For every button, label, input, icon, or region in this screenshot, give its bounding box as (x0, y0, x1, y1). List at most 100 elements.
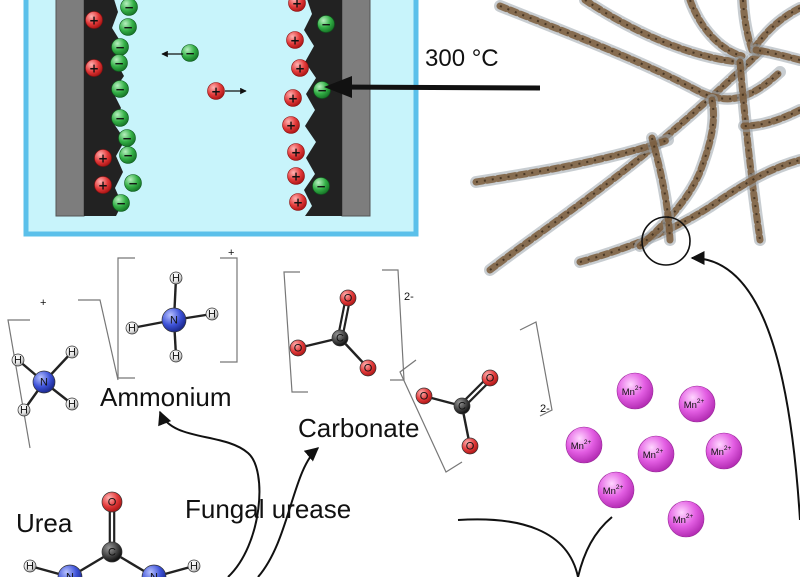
right-current-collector (341, 0, 371, 217)
cation-ion: + (282, 116, 300, 134)
plus-sign-icon: + (291, 170, 301, 184)
anion-ion: − (124, 174, 142, 192)
cation-ion: + (94, 149, 112, 167)
svg-text:H: H (68, 347, 76, 359)
plus-sign-icon: + (286, 119, 296, 133)
arrow-to-carbonate (257, 447, 320, 577)
svg-text:H: H (68, 399, 76, 411)
urea-label: Urea (16, 508, 73, 538)
ammonium-charge: + (228, 247, 234, 259)
anion-ion: − (111, 38, 129, 56)
manganese-ion: Mn2+ (705, 432, 743, 470)
carbonate-charge: 2- (540, 403, 550, 415)
hydrogen-atom: H (187, 559, 201, 573)
left-current-collector (55, 0, 85, 217)
carbonate-label: Carbonate (298, 413, 419, 443)
svg-text:O: O (486, 373, 495, 385)
hydrogen-atom: H (65, 397, 79, 411)
hydrogen-atom: H (169, 271, 183, 285)
minus-sign-icon: − (123, 149, 133, 163)
svg-text:O: O (108, 497, 117, 509)
minus-sign-icon: − (116, 197, 126, 211)
plus-sign-icon: + (293, 196, 303, 210)
carbon-atom: C (453, 397, 471, 415)
carbonate-charge: 2- (404, 291, 414, 303)
arrow-from-urea (158, 410, 261, 577)
nitrogen-atom: N (32, 370, 56, 394)
anion-ion: − (112, 194, 130, 212)
hydrogen-atom: H (125, 321, 139, 335)
svg-text:H: H (128, 323, 136, 335)
minus-sign-icon: − (114, 57, 124, 71)
arrow-to-hypha (690, 251, 800, 521)
svg-text:C: C (336, 333, 344, 345)
svg-text:N: N (66, 572, 74, 577)
manganese-ion: Mn2+ (667, 500, 705, 538)
nitrogen-atom: N (161, 307, 187, 333)
cation-ion: + (287, 143, 305, 161)
anion-ion: − (313, 81, 331, 99)
oxygen-atom: O (289, 339, 307, 357)
mn-ions-merge-curve (457, 518, 579, 577)
anion-ion: − (181, 44, 199, 62)
minus-sign-icon: − (185, 47, 195, 61)
plus-sign-icon: + (292, 0, 302, 11)
ammonium-molecule-tilted: + H H H HN (7, 297, 119, 449)
hypha-strand-detail (489, 51, 761, 271)
mn-ions-merge-curve-2 (577, 516, 613, 577)
plus-sign-icon: + (98, 152, 108, 166)
carbonate-molecule: 2- O O O C (283, 269, 414, 393)
minus-sign-icon: − (115, 41, 125, 55)
plus-sign-icon: + (211, 85, 221, 99)
anion-ion: − (111, 80, 129, 98)
carbon-atom: C (331, 329, 349, 347)
svg-text:N: N (170, 315, 178, 327)
anion-ion: − (317, 15, 335, 33)
hydrogen-atom: H (17, 403, 31, 417)
ammonium-brackets (117, 257, 238, 379)
plus-sign-icon: + (89, 62, 99, 76)
ammonium-charge: + (40, 297, 46, 309)
hypha-strand-detail (475, 139, 669, 183)
svg-text:H: H (20, 405, 28, 417)
hypha-strand-core (740, 106, 800, 130)
manganese-ion: Mn2+ (637, 435, 675, 473)
oxygen-atom: O (481, 369, 499, 387)
hypha-strand-detail (651, 137, 671, 241)
svg-text:H: H (172, 273, 180, 285)
supercapacitor-cell: +−−−+−−−−+−−+−++++++++−−−−+ (23, 0, 419, 237)
cation-ion: + (207, 82, 225, 100)
svg-text:H: H (190, 561, 198, 573)
carbonate-brackets (399, 321, 553, 473)
urea-molecule: HHNNOC (23, 491, 201, 577)
oxygen-atom: O (339, 289, 357, 307)
svg-text:C: C (108, 547, 116, 559)
fungal-urease-label: Fungal urease (185, 494, 351, 524)
plus-sign-icon: + (288, 92, 298, 106)
oxygen-atom: O (101, 491, 123, 513)
hypha-strand-detail (755, 49, 800, 61)
cation-ion: + (291, 59, 309, 77)
minus-sign-icon: − (122, 132, 132, 146)
svg-text:H: H (172, 351, 180, 363)
right-carbon-electrode (304, 0, 342, 216)
minus-sign-icon: − (115, 83, 125, 97)
hypha-strand-detail (689, 0, 743, 57)
hydrogen-atom: H (205, 307, 219, 321)
svg-text:H: H (14, 355, 22, 367)
hydrogen-atom: H (169, 349, 183, 363)
ammonium-label: Ammonium (100, 382, 231, 412)
minus-sign-icon: − (124, 1, 134, 15)
manganese-ion: Mn2+ (565, 426, 603, 464)
cation-ion: + (85, 59, 103, 77)
manganese-ion: Mn2+ (597, 471, 635, 509)
oxygen-atom: O (415, 387, 433, 405)
oxygen-atom: O (359, 359, 377, 377)
svg-text:N: N (150, 572, 158, 577)
anion-ion: − (312, 177, 330, 195)
hypha-strand-core (581, 0, 744, 66)
anion-ion: − (118, 129, 136, 147)
anion-ion: − (120, 0, 138, 16)
cation-ion: + (289, 193, 307, 211)
